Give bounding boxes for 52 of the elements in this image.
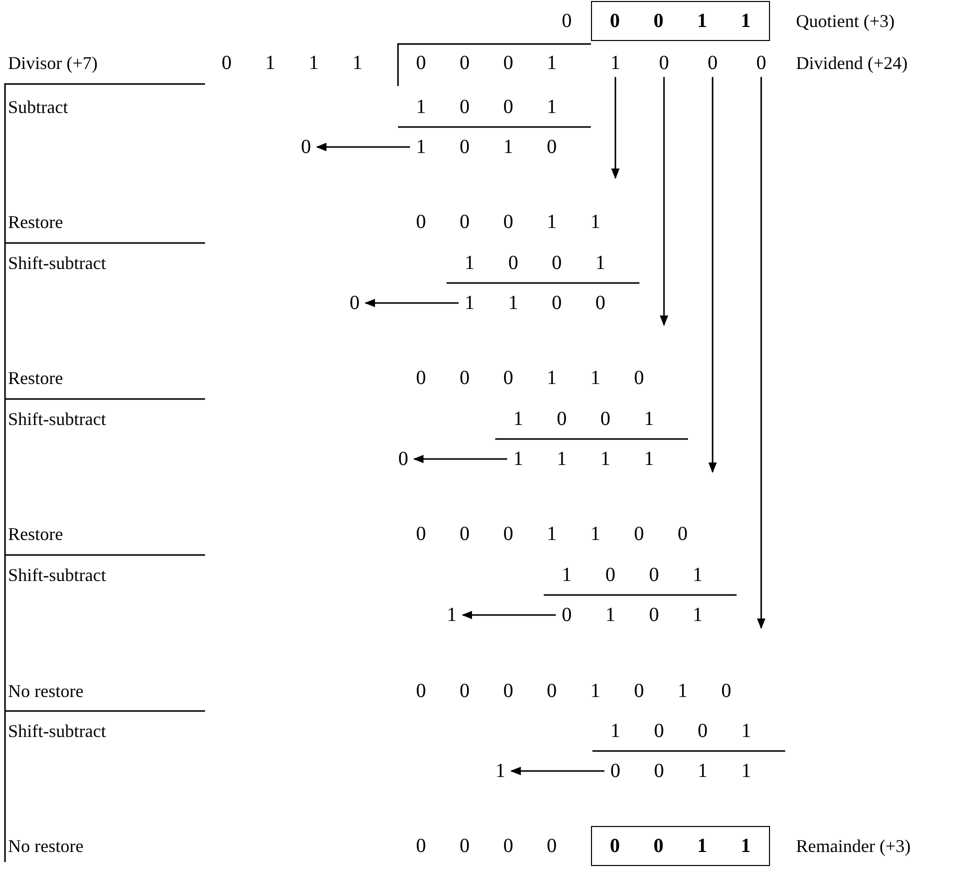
step-label: Restore	[8, 523, 63, 546]
arrow	[660, 77, 668, 326]
step-label: Shift-subtract	[8, 564, 106, 587]
remainder-label: Remainder (+3)	[796, 835, 911, 858]
difference-row: 0 1 0 1	[562, 603, 703, 627]
bit-row: 0 0 0 0	[416, 834, 557, 858]
difference-row: 0 0 1 1	[610, 759, 752, 783]
quotient-label: Quotient (+3)	[796, 10, 895, 33]
arrow	[510, 766, 604, 776]
dividend-bit: 1	[610, 51, 620, 75]
step-label: Restore	[8, 211, 63, 234]
arrow	[316, 142, 410, 152]
quotient-bit: 1	[495, 759, 506, 783]
step-label: No restore	[8, 835, 84, 858]
bit-row: 1 0 0 1	[464, 251, 606, 275]
step-label: Restore	[8, 367, 63, 390]
quotient-bit: 0	[301, 135, 311, 159]
bit-row: 0 0 0 1 1 0	[416, 366, 644, 390]
bit-row: 1 0 0 1	[513, 407, 654, 431]
bit-row: 1 0 0 1	[416, 95, 557, 119]
arrow	[364, 298, 459, 308]
dividend-bit: 0	[708, 51, 718, 75]
bit-row: 0 0 0 0 1 0 1 0	[416, 679, 732, 703]
divisor-label: Divisor (+7)	[8, 52, 98, 75]
difference-row: 1 1 0 0	[464, 291, 606, 315]
bit-row: 1 0 0 1	[610, 719, 752, 743]
arrow	[708, 77, 717, 474]
bit-row: 0 0 0 1 1	[416, 210, 600, 234]
dividend-bit: 0	[756, 51, 766, 75]
dividend-bit: 0	[659, 51, 669, 75]
bit-row: 1 0 0 1	[562, 563, 703, 587]
quotient-bit: 1	[446, 603, 457, 627]
difference-row: 1 1 1 1	[513, 447, 654, 471]
step-label: Subtract	[8, 96, 68, 119]
bit-digit: 0	[562, 9, 572, 33]
divisor-value: 0 1 1 1	[222, 51, 362, 75]
arrow	[757, 77, 766, 630]
bit-row: 0 0 0 1 1 0 0	[416, 522, 688, 546]
dividend-digits: 0 0 0 1	[416, 51, 557, 75]
difference-row: 1 0 1 0	[416, 135, 557, 159]
quotient-bit: 0	[350, 291, 360, 315]
remainder-value: 0 0 1 1	[590, 826, 770, 866]
arrow	[413, 454, 508, 464]
arrow	[611, 77, 620, 180]
step-label: Shift-subtract	[8, 720, 106, 743]
step-label: No restore	[8, 680, 84, 703]
dividend-label: Dividend (+24)	[796, 52, 908, 75]
quotient-bit: 0	[398, 447, 408, 471]
arrow	[462, 610, 556, 620]
step-label: Shift-subtract	[8, 252, 106, 275]
step-label: Shift-subtract	[8, 408, 106, 431]
quotient-value: 0 0 1 1	[590, 0, 770, 40]
